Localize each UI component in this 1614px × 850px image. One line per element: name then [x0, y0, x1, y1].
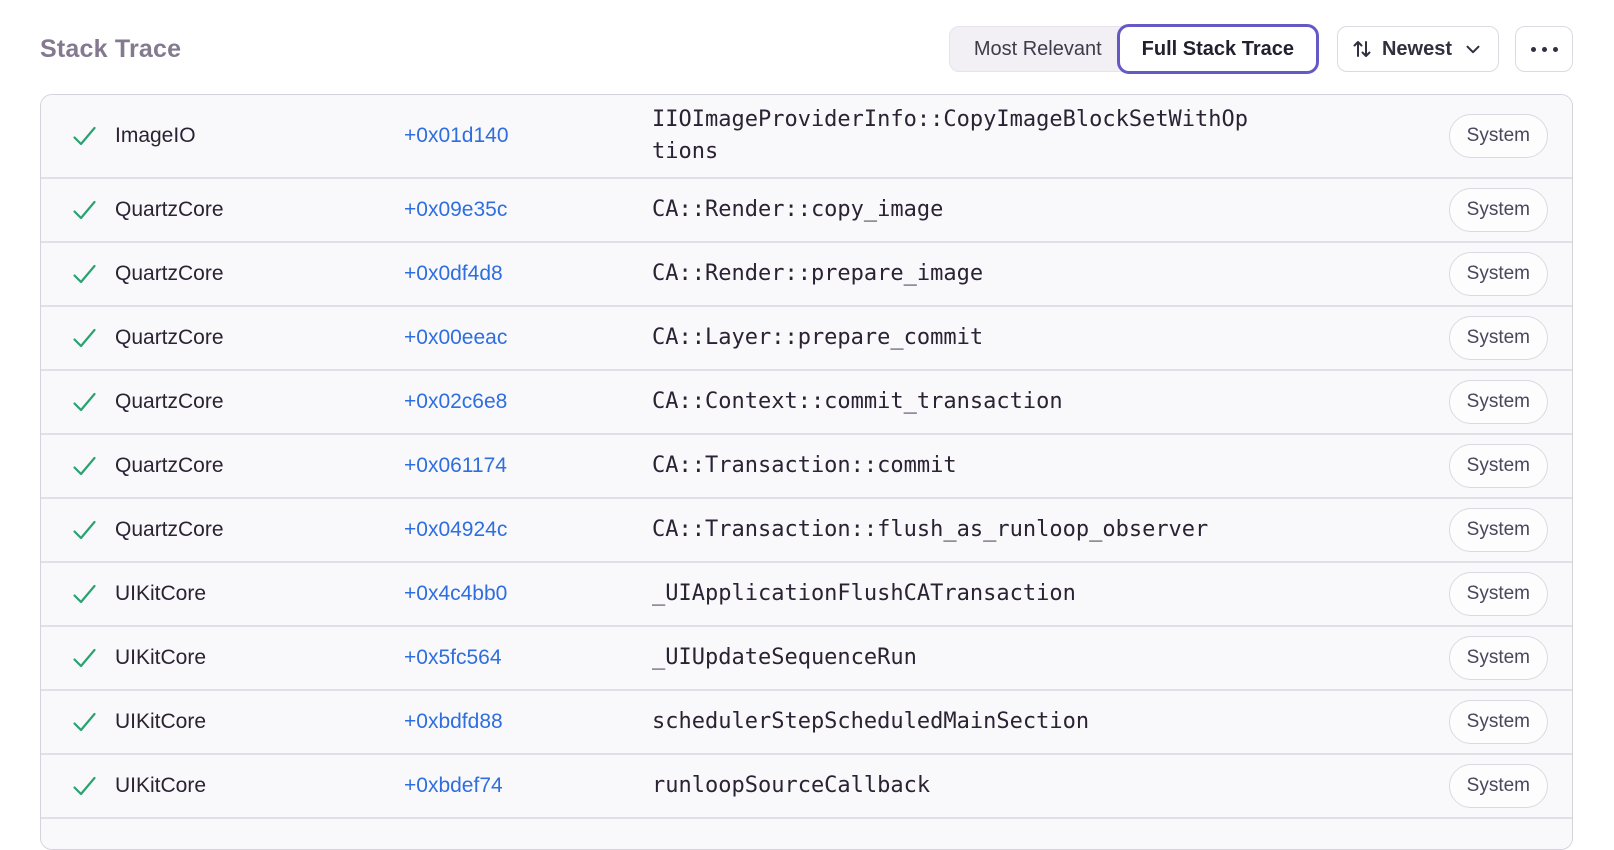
row-badge: System [1448, 572, 1548, 616]
checkmark-icon [71, 518, 98, 542]
row-badge: System [1448, 508, 1548, 552]
checkmark-icon [71, 262, 98, 286]
panel-header: Stack Trace Most Relevant Full Stack Tra… [0, 0, 1614, 74]
row-module: UIKitCore [115, 710, 207, 733]
more-options-button[interactable] [1515, 26, 1573, 72]
row-address[interactable]: +0x5fc564 [404, 646, 502, 669]
row-badge: System [1448, 380, 1548, 424]
view-toggle: Most Relevant Full Stack Trace [948, 24, 1319, 74]
checkmark-icon [71, 390, 98, 414]
page-title: Stack Trace [40, 34, 182, 63]
header-actions: Most Relevant Full Stack Trace Newest [948, 24, 1573, 74]
checkmark-icon [71, 124, 98, 148]
row-badge: System [1448, 444, 1548, 488]
stack-frame-row[interactable]: UIKitCore +0xbdfd88 schedulerStepSchedul… [41, 689, 1572, 753]
row-address[interactable]: +0x4c4bb0 [404, 582, 508, 605]
checkmark-icon [71, 774, 98, 798]
row-module: QuartzCore [115, 262, 224, 285]
row-function: CA::Render::copy_image [652, 197, 944, 222]
row-module: QuartzCore [115, 518, 224, 541]
row-module: QuartzCore [115, 390, 224, 413]
row-address[interactable]: +0x04924c [404, 518, 508, 541]
stack-frame-row[interactable]: QuartzCore +0x00eeac CA::Layer::prepare_… [41, 305, 1572, 369]
row-address[interactable]: +0x061174 [404, 454, 507, 477]
stack-frame-row[interactable]: ImageIO +0x01d140 IIOImageProviderInfo::… [41, 95, 1572, 177]
row-function: CA::Layer::prepare_commit [652, 325, 984, 350]
row-function: IIOImageProviderInfo::CopyImageBlockSetW… [652, 107, 1249, 164]
row-badge: System [1448, 316, 1548, 360]
sort-label: Newest [1381, 37, 1452, 60]
row-function: CA::Context::commit_transaction [652, 389, 1063, 414]
row-address[interactable]: +0x01d140 [404, 124, 509, 147]
row-badge: System [1448, 700, 1548, 744]
row-module: QuartzCore [115, 326, 224, 349]
row-function: _UIUpdateSequenceRun [652, 645, 917, 670]
row-badge: System [1448, 636, 1548, 680]
checkmark-icon [71, 454, 98, 478]
row-function: CA::Transaction::flush_as_runloop_observ… [652, 517, 1209, 542]
stack-frame-row[interactable]: QuartzCore +0x061174 CA::Transaction::co… [41, 433, 1572, 497]
row-function: CA::Render::prepare_image [652, 261, 984, 286]
row-address[interactable]: +0x02c6e8 [404, 390, 508, 413]
sort-dropdown[interactable]: Newest [1336, 26, 1499, 72]
checkmark-icon [71, 198, 98, 222]
row-function: runloopSourceCallback [652, 773, 931, 798]
row-badge: System [1448, 114, 1548, 158]
stack-frame-row[interactable]: QuartzCore +0x0df4d8 CA::Render::prepare… [41, 241, 1572, 305]
chevron-down-icon [1462, 38, 1484, 60]
checkmark-icon [71, 326, 98, 350]
row-address[interactable]: +0xbdef74 [404, 774, 503, 797]
stack-frame-row[interactable]: QuartzCore +0x04924c CA::Transaction::fl… [41, 497, 1572, 561]
row-module: UIKitCore [115, 646, 207, 669]
checkmark-icon [71, 646, 98, 670]
row-address[interactable]: +0x0df4d8 [404, 262, 503, 285]
row-module: QuartzCore [115, 198, 224, 221]
checkmark-icon [71, 710, 98, 734]
checkmark-icon [71, 582, 98, 606]
row-function: schedulerStepScheduledMainSection [652, 709, 1090, 734]
row-address[interactable]: +0x00eeac [404, 326, 508, 349]
row-badge: System [1448, 764, 1548, 808]
row-badge: System [1448, 252, 1548, 296]
most-relevant-button[interactable]: Most Relevant [948, 26, 1139, 72]
full-stack-trace-button[interactable]: Full Stack Trace [1116, 24, 1319, 74]
row-function: _UIApplicationFlushCATransaction [652, 581, 1076, 606]
stack-frame-row[interactable]: QuartzCore +0x02c6e8 CA::Context::commit… [41, 369, 1572, 433]
rows-host: ImageIO +0x01d140 IIOImageProviderInfo::… [41, 95, 1572, 817]
stack-trace-table: ImageIO +0x01d140 IIOImageProviderInfo::… [40, 94, 1573, 850]
row-address[interactable]: +0x09e35c [404, 198, 508, 221]
stack-frame-row[interactable]: UIKitCore +0x4c4bb0 _UIApplicationFlushC… [41, 561, 1572, 625]
row-function: CA::Transaction::commit [652, 453, 957, 478]
row-module: ImageIO [115, 124, 196, 147]
row-address[interactable]: +0xbdfd88 [404, 710, 503, 733]
row-badge: System [1448, 188, 1548, 232]
sort-arrows-icon [1350, 37, 1374, 61]
row-module: QuartzCore [115, 454, 224, 477]
row-module: UIKitCore [115, 774, 207, 797]
row-module: UIKitCore [115, 582, 207, 605]
stack-frame-row[interactable]: QuartzCore +0x09e35c CA::Render::copy_im… [41, 177, 1572, 241]
stack-frame-row[interactable]: UIKitCore +0x5fc564 _UIUpdateSequenceRun… [41, 625, 1572, 689]
stack-frame-row[interactable]: UIKitCore +0xbdef74 runloopSourceCallbac… [41, 753, 1572, 817]
ellipsis-icon [1530, 46, 1558, 52]
